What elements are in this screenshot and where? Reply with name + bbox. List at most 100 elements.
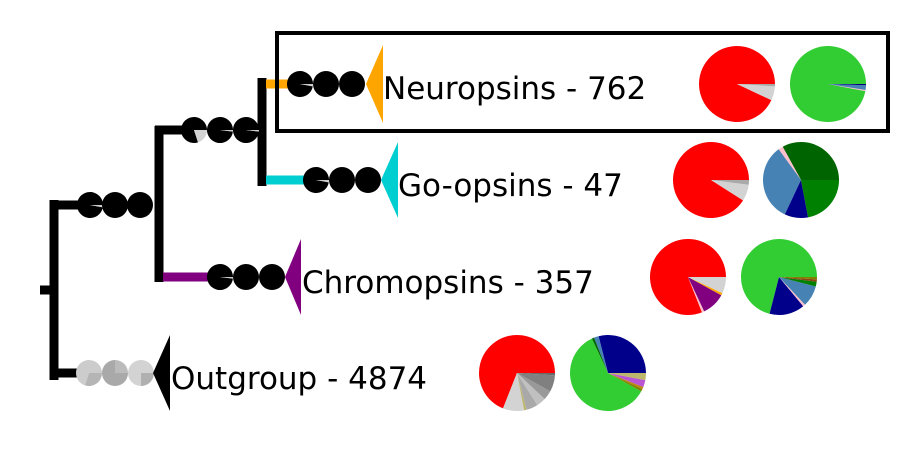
clade-label-neuropsins: Neuropsins - 762	[383, 71, 646, 107]
node-support-marker-slice	[303, 167, 329, 194]
composition-pie-a-slice	[688, 277, 723, 296]
clade-label-chromopsins: Chromopsins - 357	[302, 265, 594, 301]
node-support-marker-slice	[84, 372, 102, 387]
composition-pie-a-slice	[517, 373, 555, 376]
node-support-marker-slice	[246, 130, 259, 132]
node-support-marker-slice	[286, 71, 313, 98]
collapsed-clade-triangle	[285, 239, 301, 315]
composition-pie-a-slice	[711, 180, 749, 185]
composition-pie-b-slice	[828, 84, 866, 86]
collapsed-clades: Neuropsins - 762 Go-opsins - 47 Chromops…	[153, 31, 890, 411]
node-support-marker-slice	[259, 264, 285, 290]
composition-pies	[479, 45, 866, 411]
node-support-marker	[77, 192, 103, 219]
node-support-marker	[355, 167, 381, 193]
composition-pie-b-slice	[598, 335, 646, 373]
tree-branches	[40, 78, 308, 380]
node-support-marker	[181, 117, 207, 143]
node-support-marker	[233, 264, 259, 290]
composition-pie-a-slice	[737, 84, 775, 87]
clade-label-outgroup: Outgroup - 4874	[171, 361, 427, 397]
node-support-marker-slice	[102, 360, 128, 386]
composition-pie-b-slice	[608, 373, 646, 387]
composition-pie-a	[649, 239, 726, 315]
node-support-marker-slice	[141, 373, 154, 386]
composition-pie-b-slice	[782, 142, 839, 180]
composition-pie-a-slice	[688, 277, 705, 313]
composition-pie-a	[673, 142, 749, 219]
composition-pie-b	[763, 142, 839, 219]
composition-pie-b-slice	[779, 277, 806, 307]
node-support-marker	[339, 71, 365, 97]
node-support-marker	[207, 263, 234, 290]
composition-pie-b-slice	[608, 373, 643, 392]
composition-pie-b-slice	[594, 336, 608, 373]
node-support-marker	[259, 264, 285, 290]
composition-pie-b-slice	[741, 239, 817, 314]
node-support-marker-slice	[220, 277, 233, 279]
node-support-marker	[286, 71, 313, 98]
node-support-marker-slice	[115, 360, 128, 373]
node-support-marker	[102, 192, 128, 218]
node-support-marker	[102, 360, 128, 386]
composition-pie-b-slice	[591, 337, 608, 373]
node-support-marker	[303, 167, 329, 194]
composition-pie-a-slice	[479, 335, 555, 409]
composition-pie-b-slice	[779, 277, 817, 287]
collapsed-clade-triangle	[153, 335, 170, 411]
node-support-marker	[207, 116, 234, 143]
composition-pie-b-slice	[828, 84, 866, 90]
composition-pie-b-slice	[779, 277, 817, 282]
node-support-marker-slice	[207, 263, 234, 290]
node-support-marker	[329, 167, 355, 193]
node-support-marker-slice	[233, 264, 259, 290]
node-markers	[76, 71, 381, 387]
composition-pie-a-slice	[673, 142, 749, 219]
node-support-marker	[128, 360, 154, 386]
composition-pie-a-slice	[517, 373, 538, 410]
composition-pie-b-slice	[779, 277, 816, 305]
collapsed-clade-triangle	[381, 142, 398, 218]
composition-pie-b-slice	[778, 146, 801, 180]
composition-pie-a-slice	[688, 277, 726, 294]
node-support-marker-slice	[90, 205, 103, 208]
composition-pie-a	[699, 46, 775, 123]
composition-pie-a-slice	[503, 373, 525, 411]
composition-pie-a-slice	[517, 373, 551, 400]
node-support-marker	[127, 192, 153, 218]
node-support-marker-slice	[102, 192, 128, 218]
composition-pie-a-slice	[699, 46, 775, 123]
node-support-marker-slice	[127, 192, 153, 218]
composition-pie-a	[479, 335, 555, 411]
composition-pie-b-slice	[570, 338, 642, 411]
node-support-marker-slice	[207, 116, 234, 143]
composition-pie-b	[741, 239, 817, 315]
composition-pie-a-slice	[517, 373, 545, 406]
composition-pie-b-slice	[763, 149, 801, 215]
composition-pie-b-slice	[790, 45, 866, 122]
node-support-marker-slice	[76, 360, 102, 386]
composition-pie-b	[570, 335, 646, 411]
composition-pie-b	[790, 45, 866, 122]
collapsed-clade-triangle	[366, 45, 383, 123]
node-support-marker-slice	[355, 167, 381, 193]
node-support-marker	[233, 116, 259, 143]
composition-pie-a-slice	[517, 373, 527, 411]
node-support-marker-slice	[329, 167, 355, 193]
node-support-marker	[76, 360, 102, 387]
composition-pie-a-slice	[737, 84, 775, 101]
composition-pie-b-slice	[608, 373, 644, 390]
composition-pie-b-slice	[801, 180, 839, 218]
highlight-box	[275, 31, 890, 133]
node-support-marker-slice	[300, 84, 313, 87]
node-support-marker-slice	[194, 130, 207, 143]
composition-pie-b-slice	[828, 84, 866, 92]
node-support-marker-slice	[316, 180, 329, 183]
composition-pie-b-slice	[608, 373, 646, 381]
composition-pie-a-slice	[688, 277, 722, 312]
node-support-marker	[313, 71, 339, 97]
node-support-marker-slice	[233, 116, 259, 143]
node-support-marker-slice	[339, 71, 365, 97]
